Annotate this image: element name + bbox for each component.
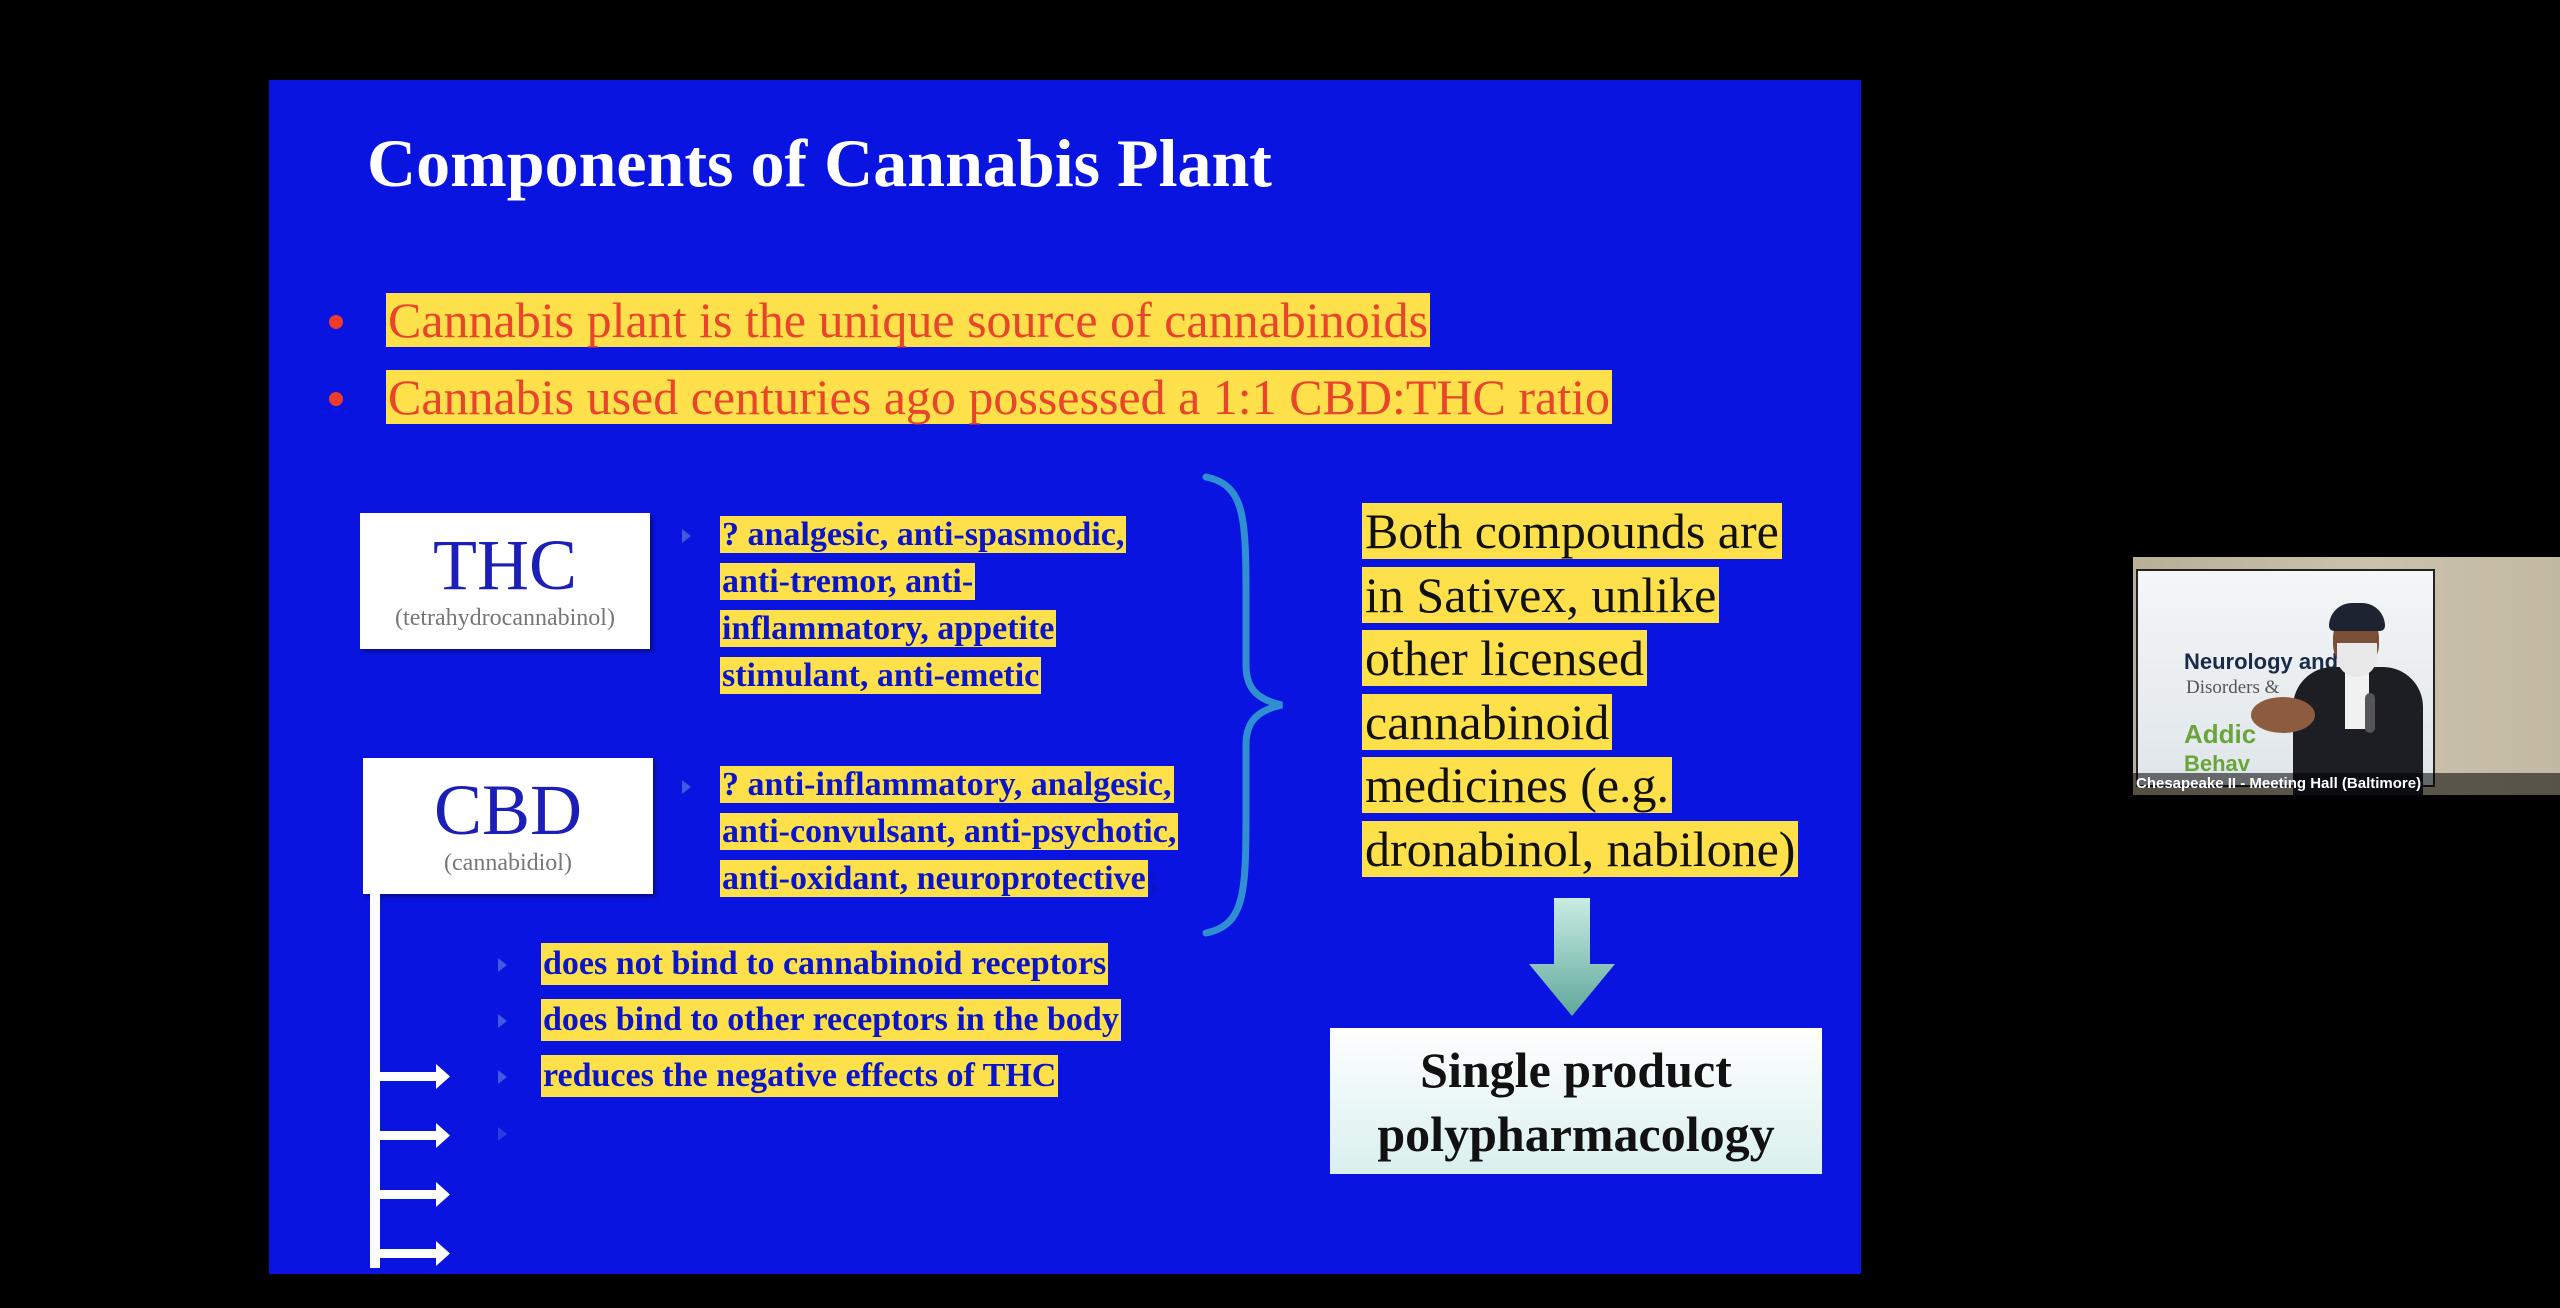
- summary-line: in Sativex, unlike: [1362, 566, 1720, 623]
- cbd-effects-trailing: ;: [1147, 860, 1160, 897]
- cbd-effects-line: anti-oxidant, neuroprotective: [720, 860, 1148, 897]
- thc-effects-line: inflammatory, appetite: [720, 610, 1057, 647]
- thc-effects-line: ? analgesic, anti-spasmodic,: [720, 516, 1127, 553]
- thc-subtitle: (tetrahydrocannabinol): [395, 605, 615, 631]
- down-arrow-icon: [1529, 898, 1615, 1016]
- banner-line: Disorders &: [2186, 677, 2280, 698]
- curly-brace-icon: [1202, 473, 1283, 937]
- triangle-marker-icon: [682, 780, 691, 794]
- result-line: polypharmacology: [1377, 1106, 1775, 1162]
- banner-line: Neurology and: [2184, 649, 2339, 674]
- thc-effects: ? analgesic, anti-spasmodic, anti-tremor…: [720, 511, 1127, 699]
- cbd-property: does bind to other receptors in the body: [541, 999, 1121, 1041]
- microphone-icon: [2365, 693, 2375, 733]
- summary-line: medicines (e.g.: [1362, 757, 1673, 813]
- triangle-marker-icon: [498, 1070, 507, 1084]
- red-dot-icon: [329, 392, 343, 406]
- thc-effects-line: stimulant, anti-emetic: [720, 657, 1042, 694]
- cbd-subtitle: (cannabidiol): [444, 850, 572, 876]
- triangle-marker-icon: [498, 958, 507, 972]
- cbd-effects-line: ? anti-inflammatory, analgesic,: [720, 766, 1174, 803]
- summary-text: Both compounds are in Sativex, unlike ot…: [1362, 500, 1832, 881]
- thc-effects-line: anti-tremor, anti-: [720, 563, 976, 600]
- participant-name-label: Chesapeake II - Meeting Hall (Baltimore): [2133, 773, 2560, 795]
- thc-box: THC (tetrahydrocannabinol): [360, 513, 650, 649]
- cbd-property: does not bind to cannabinoid receptors: [541, 943, 1109, 985]
- banner-line: Behav: [2184, 751, 2251, 776]
- red-dot-icon: [329, 315, 343, 329]
- speaker-turban: [2329, 603, 2385, 631]
- cbd-name: CBD: [433, 770, 583, 850]
- cbd-effects: ? anti-inflammatory, analgesic, anti-con…: [720, 761, 1179, 902]
- result-box: Single product polypharmacology: [1330, 1028, 1822, 1174]
- triangle-marker-icon: [682, 529, 691, 543]
- thc-name: THC: [433, 525, 577, 605]
- summary-line: cannabinoid: [1362, 693, 1613, 750]
- result-line: Single product: [1420, 1042, 1732, 1098]
- bullet-text: Cannabis plant is the unique source of c…: [386, 292, 1431, 348]
- banner-line: Addic: [2184, 719, 2257, 749]
- presentation-slide: Components of Cannabis Plant Cannabis pl…: [269, 80, 1861, 1274]
- triangle-marker-icon: [498, 1127, 507, 1141]
- bullet-text: Cannabis used centuries ago possessed a …: [386, 369, 1613, 425]
- summary-line: other licensed: [1362, 630, 1648, 686]
- speaker-beard: [2337, 643, 2377, 677]
- summary-line: Both compounds are: [1362, 503, 1782, 559]
- summary-line: dronabinol, nabilone): [1362, 820, 1799, 877]
- slide-title: Components of Cannabis Plant: [367, 125, 1272, 201]
- cbd-property: reduces the negative effects of THC: [541, 1055, 1059, 1097]
- cbd-effects-line: anti-convulsant, anti-psychotic,: [720, 813, 1179, 850]
- speaker-video-tile[interactable]: Neurology and Disorders & Addic Behav Ch…: [2133, 557, 2560, 795]
- branch-arrows-icon: [370, 892, 450, 1268]
- cbd-box: CBD (cannabidiol): [363, 758, 653, 894]
- triangle-marker-icon: [498, 1014, 507, 1028]
- speaker-hand: [2251, 697, 2315, 733]
